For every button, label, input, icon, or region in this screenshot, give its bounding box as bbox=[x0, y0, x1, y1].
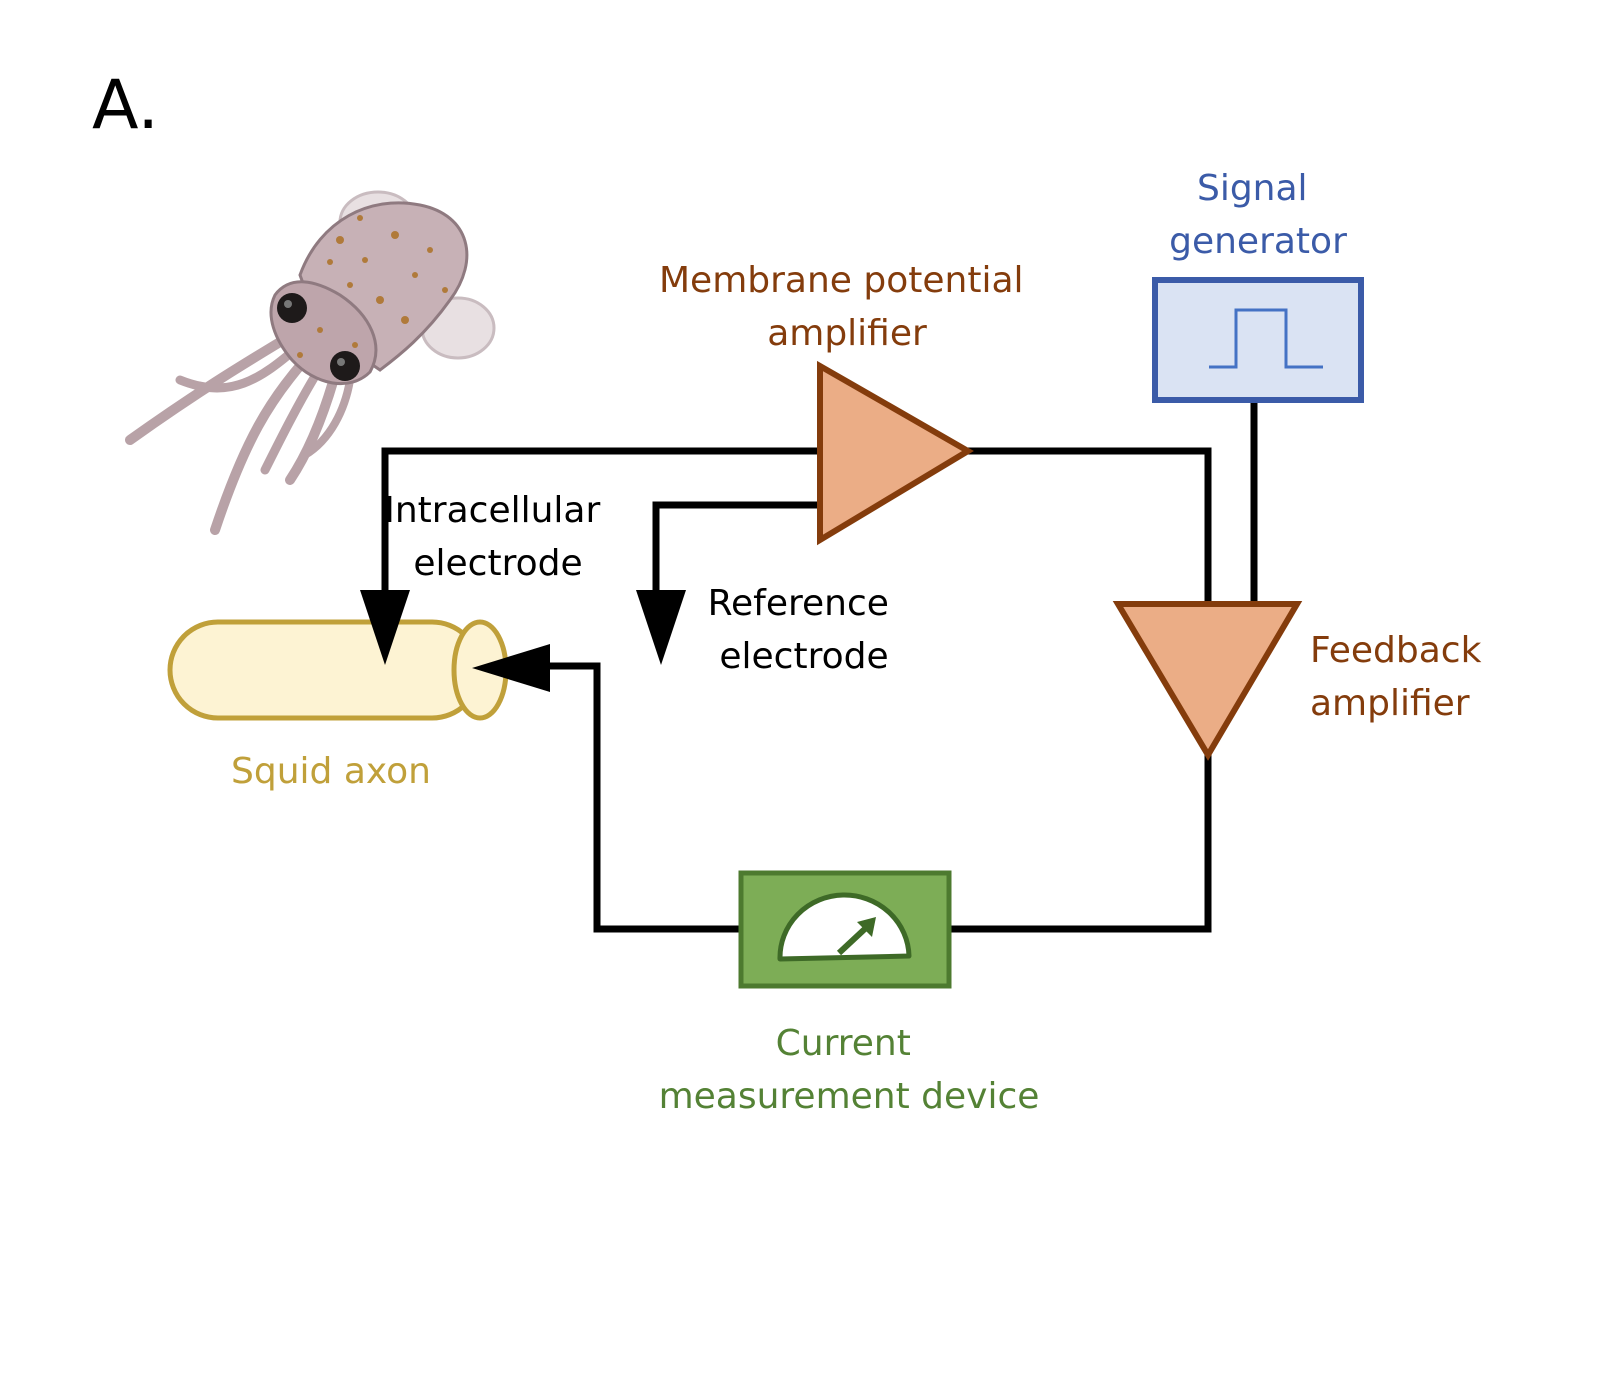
membrane-potential-amplifier-label: Membrane potential amplifier bbox=[659, 260, 1035, 354]
square-pulse-icon bbox=[1209, 308, 1323, 369]
signal-generator bbox=[1152, 277, 1364, 403]
current-injection-arrowhead bbox=[472, 644, 550, 692]
squid-axon bbox=[167, 619, 509, 721]
current-measurement-device-label: Current measurement device bbox=[659, 1023, 1040, 1117]
squid-icon bbox=[125, 190, 496, 535]
circuit-wires bbox=[381, 403, 1258, 933]
membrane-potential-amplifier bbox=[817, 360, 974, 546]
intracellular-electrode-label: Intracellular electrode bbox=[384, 490, 612, 584]
panel-label: A. bbox=[92, 66, 159, 145]
feedback-amplifier-label: Feedback amplifier bbox=[1310, 630, 1493, 724]
reference-electrode-label: Reference electrode bbox=[708, 583, 901, 677]
current-measurement-device bbox=[738, 870, 952, 989]
intracellular-electrode-arrowhead bbox=[360, 590, 410, 665]
gauge-icon bbox=[777, 892, 912, 962]
feedback-amplifier bbox=[1112, 601, 1303, 761]
reference-electrode-arrowhead bbox=[636, 590, 686, 665]
signal-generator-label: Signal generator bbox=[1169, 168, 1347, 262]
squid-axon-label: Squid axon bbox=[231, 751, 431, 792]
